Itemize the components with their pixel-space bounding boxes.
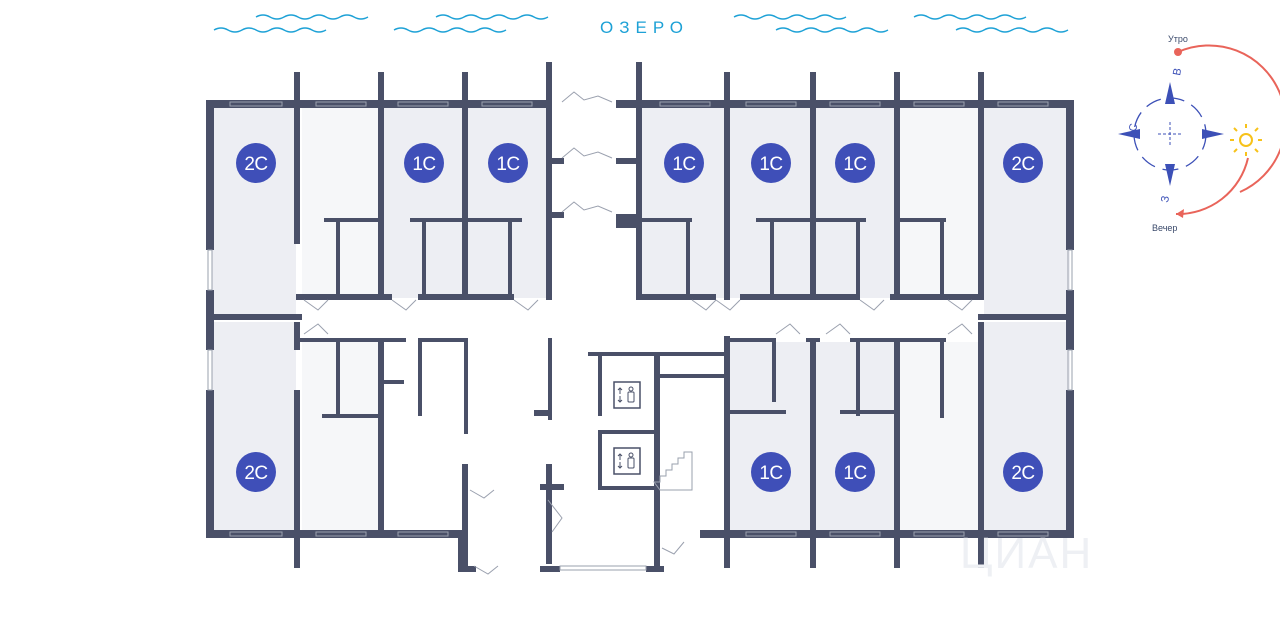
unit-badge[interactable]: 2С [236, 452, 276, 492]
watermark: ЦИАН [960, 529, 1093, 578]
sun-path-arc [1177, 44, 1280, 193]
unit-badge[interactable]: 2С [236, 143, 276, 183]
morning-label: Утро [1168, 34, 1188, 44]
unit-label: 1С [496, 154, 519, 175]
unit-label: 1С [759, 154, 782, 175]
stairs [653, 451, 693, 491]
evening-label: Вечер [1152, 223, 1177, 233]
unit-badge[interactable]: 1С [488, 143, 528, 183]
unit-label: 1С [412, 154, 435, 175]
lake-label: ОЗЕРО [600, 18, 689, 37]
unit-label: 2С [244, 154, 267, 175]
unit-badge[interactable]: 1С [835, 143, 875, 183]
unit-label: 1С [672, 154, 695, 175]
unit-label: 2С [244, 463, 267, 484]
windows [207, 101, 1073, 571]
compass-west: З [1159, 195, 1172, 204]
elevator-1 [613, 381, 641, 409]
unit-label: 1С [759, 463, 782, 484]
unit-badge[interactable]: 1С [664, 143, 704, 183]
lake-waves [213, 14, 1069, 33]
unit-label: 1С [843, 154, 866, 175]
apartment-fills [212, 106, 1070, 532]
elevator-2 [613, 447, 641, 475]
unit-label: 2С [1011, 154, 1034, 175]
compass-north: С [1127, 123, 1140, 133]
unit-badge[interactable]: 1С [835, 452, 875, 492]
unit-label: 1С [843, 463, 866, 484]
compass: Утро Вечер В С З [1118, 34, 1280, 233]
walls [206, 62, 1074, 572]
unit-label: 2С [1011, 463, 1034, 484]
unit-badge[interactable]: 1С [751, 452, 791, 492]
unit-badge[interactable]: 2С [1003, 143, 1043, 183]
compass-east: В [1171, 67, 1184, 76]
sun-icon [1230, 124, 1262, 156]
unit-badge[interactable]: 1С [404, 143, 444, 183]
unit-badge[interactable]: 1С [751, 143, 791, 183]
unit-badge[interactable]: 2С [1003, 452, 1043, 492]
door-swings [303, 91, 973, 575]
